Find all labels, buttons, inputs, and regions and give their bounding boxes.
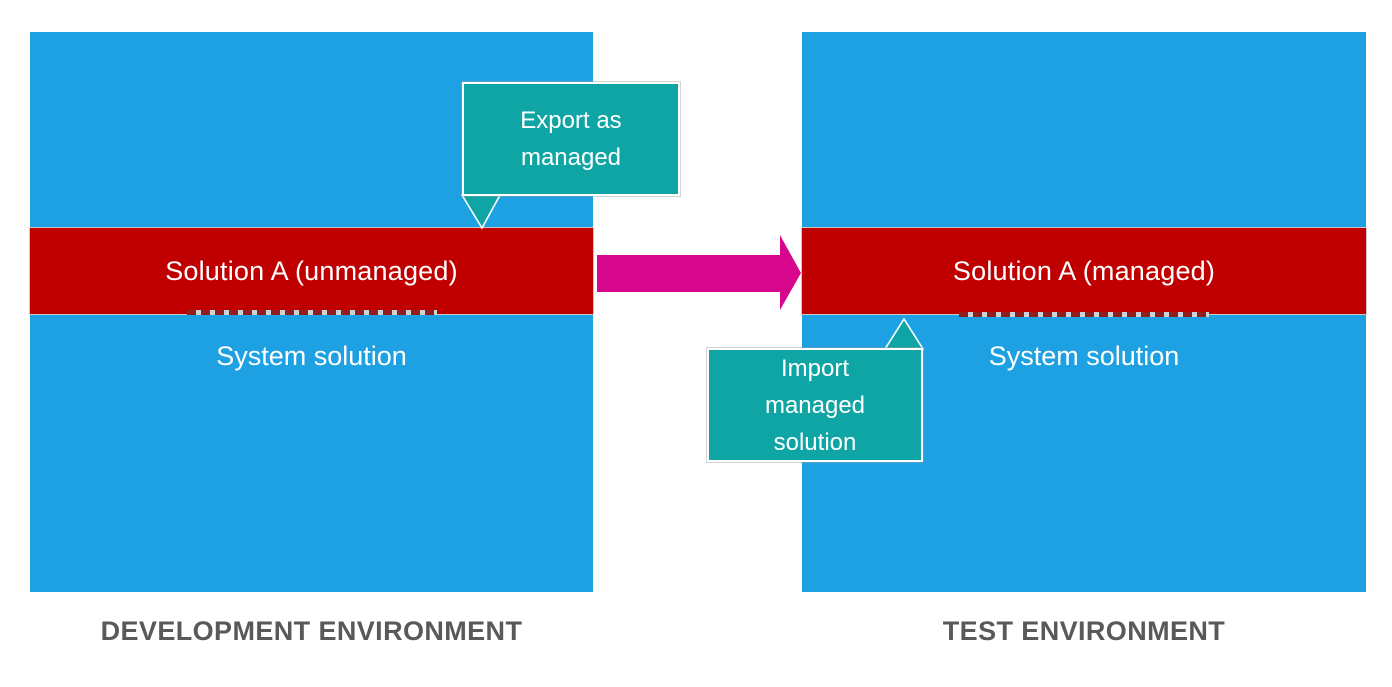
import-callout-line: Import [780, 354, 849, 382]
solution-band-managed: Solution A (managed) [802, 228, 1366, 314]
system-solution-label-dev: System solution [216, 340, 407, 371]
solution-band-unmanaged: Solution A (unmanaged) [30, 228, 593, 314]
export-callout-line: managed [520, 144, 622, 171]
import-callout-line: solution [773, 428, 857, 456]
export-callout: Export as managed [462, 82, 680, 196]
import-callout: Import managed solution [707, 348, 923, 462]
right-arrow-icon [597, 235, 801, 310]
test-environment-label: TEST ENVIRONMENT [942, 615, 1226, 646]
system-solution-label-test: System solution [988, 340, 1180, 371]
export-callout-line: Export as [520, 107, 622, 134]
dashed-separator-dev [187, 310, 437, 315]
solution-band-managed-label: Solution A (managed) [952, 255, 1216, 286]
dashed-separator-test [959, 312, 1209, 317]
import-callout-line: managed [764, 391, 866, 419]
solution-band-unmanaged-label: Solution A (unmanaged) [165, 255, 458, 286]
development-environment-label: DEVELOPMENT ENVIRONMENT [100, 615, 523, 646]
